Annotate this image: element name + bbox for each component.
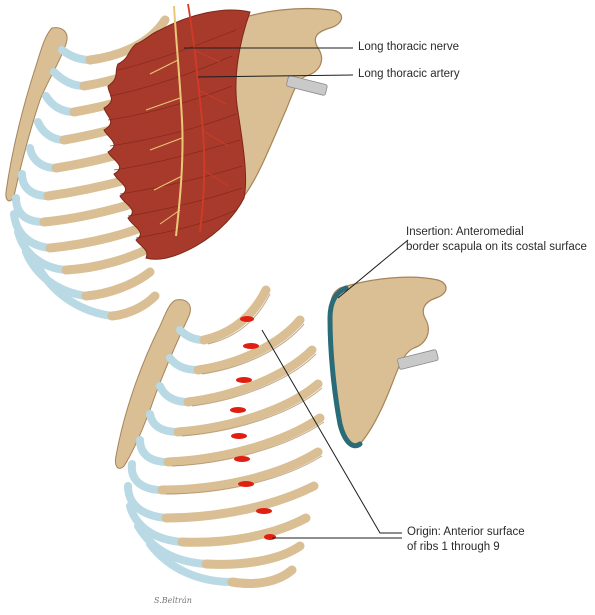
origin-mark-rib-8 (256, 508, 272, 514)
top-artery-branches (193, 49, 229, 187)
origin-mark-rib-2 (243, 343, 259, 349)
top-long-thoracic-nerve (173, 5, 184, 237)
label-long-thoracic-artery: Long thoracic artery (358, 68, 460, 80)
origin-mark-rib-4 (230, 407, 246, 413)
origin-mark-rib-9 (264, 534, 276, 540)
top-costal-cartilages (10, 46, 116, 320)
label-long-thoracic-nerve: Long thoracic nerve (358, 41, 460, 53)
insertion-leader-line (337, 239, 409, 299)
origin-mark-rib-7 (238, 481, 254, 487)
top-nerve-branches (145, 59, 183, 225)
top-clamp (286, 75, 328, 96)
top-thorax-drawing (5, 3, 354, 321)
origin-attachment-marks (230, 316, 276, 540)
bottom-sternum (115, 299, 191, 469)
top-long-thoracic-artery (187, 3, 206, 233)
origin-mark-rib-6 (234, 456, 250, 462)
bottom-clamp (397, 349, 439, 370)
bottom-costal-cartilages (124, 326, 236, 586)
label-insertion-line-1: Insertion: Anteromedial (406, 226, 524, 238)
bottom-ribs (157, 285, 325, 588)
origin-mark-rib-3 (236, 377, 252, 383)
label-origin-line-1: Origin: Anterior surface (407, 526, 525, 538)
label-origin-line-2: of ribs 1 through 9 (407, 541, 500, 553)
origin-mark-rib-1 (240, 316, 254, 322)
origin-leader-line (261, 329, 402, 534)
insertion-border (327, 285, 363, 449)
bottom-rib-shading (165, 293, 325, 495)
artist-signature: S.Beltrán (154, 596, 192, 605)
origin-mark-rib-5 (231, 433, 247, 439)
bottom-thorax-drawing (115, 239, 447, 588)
label-insertion-line-2: border scapula on its costal surface (406, 241, 587, 253)
artery-leader-line (197, 74, 354, 78)
top-sternum (5, 27, 68, 202)
